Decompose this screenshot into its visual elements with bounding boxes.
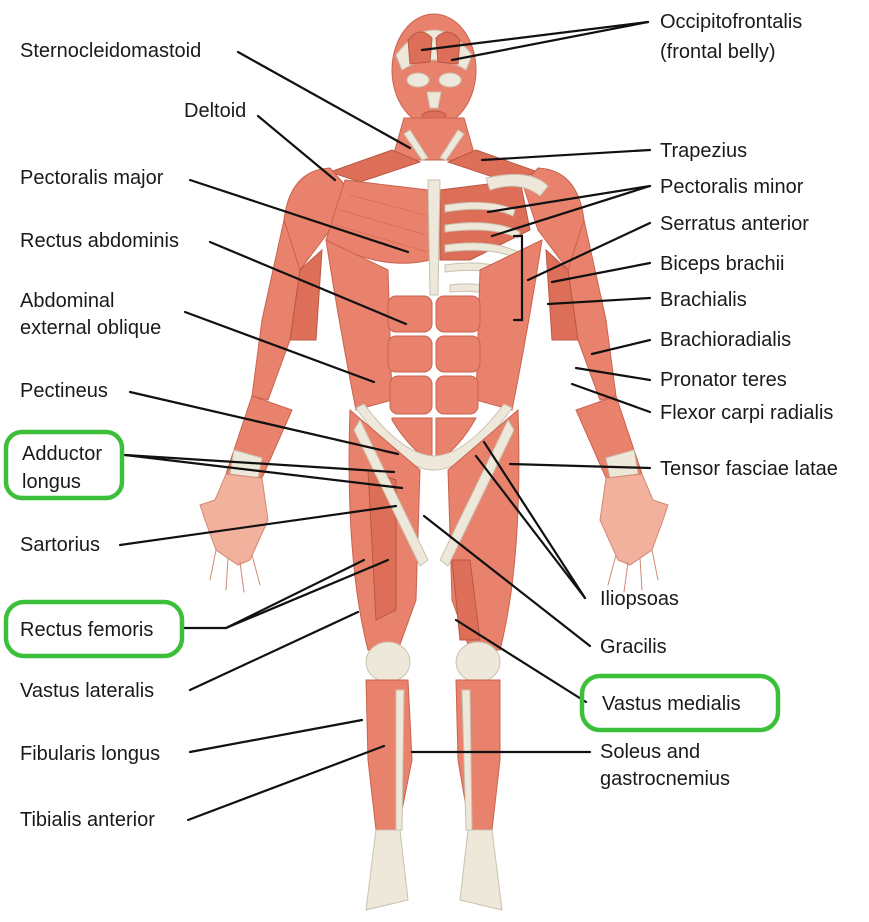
label-tensor-fasciae-latae: Tensor fasciae latae	[660, 458, 838, 480]
abdominal-external-oblique	[326, 240, 392, 410]
label-pectoralis-minor: Pectoralis minor	[660, 176, 804, 198]
label-iliopsoas: Iliopsoas	[600, 588, 679, 610]
neck	[392, 118, 476, 160]
lower-leg-left	[366, 680, 412, 830]
label-adductor-line1: Adductor	[22, 443, 102, 465]
label-tibialis-anterior: Tibialis anterior	[20, 809, 155, 831]
label-pectoralis-major: Pectoralis major	[20, 167, 164, 189]
label-brachialis: Brachialis	[660, 289, 747, 311]
label-serratus-anterior: Serratus anterior	[660, 213, 809, 235]
labels-right: Occipitofrontalis (frontal belly) Trapez…	[600, 11, 838, 790]
hand-right	[600, 474, 668, 565]
labels-left: Sternocleidomastoid Deltoid Pectoralis m…	[20, 40, 246, 831]
label-flexor-carpi-radialis: Flexor carpi radialis	[660, 402, 833, 424]
label-sartorius: Sartorius	[20, 534, 100, 556]
label-biceps-brachii: Biceps brachii	[660, 253, 785, 275]
rectus-abdominis	[388, 296, 480, 462]
label-occipitofrontalis-line2: (frontal belly)	[660, 41, 776, 63]
label-pronator-teres: Pronator teres	[660, 369, 787, 391]
label-brachioradialis: Brachioradialis	[660, 329, 791, 351]
label-soleus-line1: Soleus and	[600, 741, 700, 763]
label-gracilis: Gracilis	[600, 636, 667, 658]
label-fibularis-longus: Fibularis longus	[20, 743, 160, 765]
body-illustration	[200, 14, 668, 910]
label-pectineus: Pectineus	[20, 380, 108, 402]
label-rectus-femoris: Rectus femoris	[20, 619, 153, 641]
label-adductor-line2: longus	[22, 471, 81, 493]
arm-left-upper	[252, 220, 300, 400]
knee-left	[366, 642, 410, 682]
label-occipitofrontalis-line1: Occipitofrontalis	[660, 11, 802, 33]
label-soleus-line2: gastrocnemius	[600, 768, 730, 790]
label-abdominal-line1: Abdominal	[20, 290, 115, 312]
label-vastus-lateralis: Vastus lateralis	[20, 680, 154, 702]
label-abdominal-line2: external oblique	[20, 317, 161, 339]
label-trapezius: Trapezius	[660, 140, 747, 162]
label-vastus-medialis: Vastus medialis	[602, 693, 741, 715]
foot-left	[366, 830, 408, 910]
label-rectus-abdominis: Rectus abdominis	[20, 230, 179, 252]
label-deltoid: Deltoid	[184, 100, 246, 122]
foot-right	[460, 830, 502, 910]
knee-right	[456, 642, 500, 682]
label-sternocleidomastoid: Sternocleidomastoid	[20, 40, 201, 62]
hand-left	[200, 474, 268, 565]
